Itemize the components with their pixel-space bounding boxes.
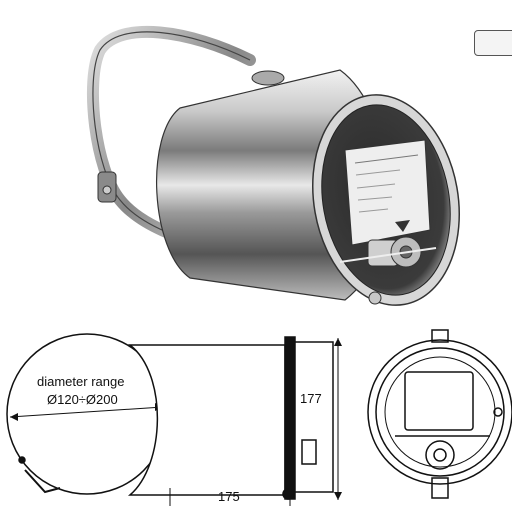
side-flange bbox=[284, 336, 296, 500]
diameter-line bbox=[9, 406, 164, 418]
product-3d-render bbox=[86, 25, 461, 306]
front-face bbox=[311, 94, 461, 306]
diameter-value-label: Ø120÷Ø200 bbox=[47, 392, 118, 407]
nameplate bbox=[344, 139, 431, 246]
corner-tab bbox=[474, 30, 512, 56]
height-dimension-label: 177 bbox=[300, 391, 322, 406]
side-view-drawing bbox=[6, 333, 342, 506]
diameter-range-label: diameter range bbox=[37, 374, 125, 389]
side-body bbox=[127, 344, 286, 496]
front-view-drawing bbox=[367, 329, 512, 499]
length-dimension-label: 175 bbox=[218, 489, 240, 504]
